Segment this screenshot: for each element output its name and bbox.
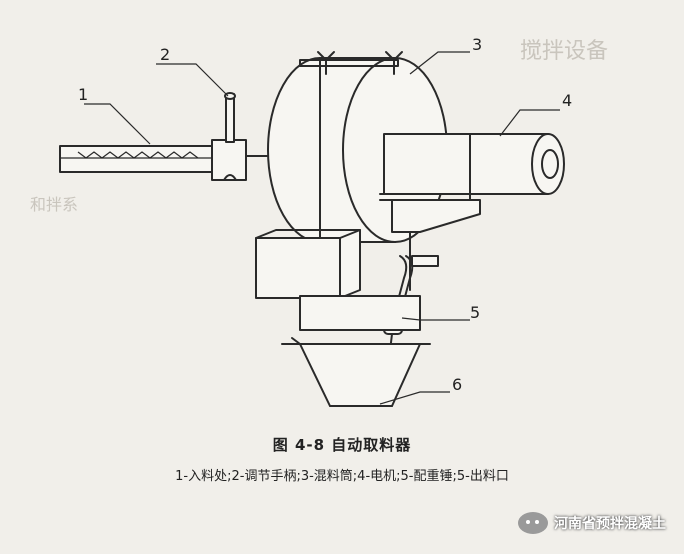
ghost-text-top-right: 搅拌设备 <box>520 39 608 64</box>
callout-5: 5 <box>470 303 480 322</box>
figure-legend: 1-入料处;2-调节手柄;3-混料筒;4-电机;5-配重锤;5-出料口 <box>175 469 509 484</box>
callout-6: 6 <box>452 375 462 394</box>
watermark-text: 河南省预拌混凝土 <box>554 516 666 532</box>
callout-4: 4 <box>562 91 572 110</box>
adjusting-handle <box>224 92 236 143</box>
callout-leaders <box>84 51 560 405</box>
callout-2: 2 <box>160 45 170 64</box>
discharge-outlet <box>281 295 431 407</box>
figure-caption: 图 4-8 自动取料器 <box>272 436 412 454</box>
callout-3: 3 <box>472 35 482 54</box>
mixing-drum <box>267 51 448 243</box>
ghost-text-mid-left: 和拌系 <box>30 195 78 214</box>
motor-bracket <box>391 199 481 291</box>
wechat-icon <box>518 512 548 534</box>
watermark: 河南省预拌混凝土 <box>518 512 666 534</box>
motor <box>379 133 565 201</box>
chute-box <box>255 229 361 299</box>
feed-inlet <box>59 139 269 181</box>
callout-1: 1 <box>78 85 88 104</box>
